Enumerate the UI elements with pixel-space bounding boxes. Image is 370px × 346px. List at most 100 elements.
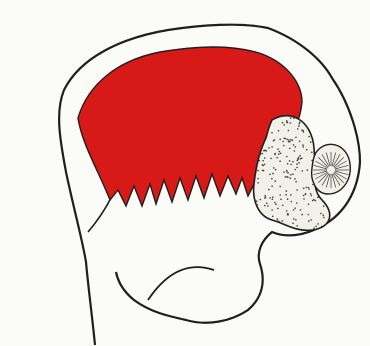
stipple-dot xyxy=(307,169,309,171)
stipple-dot xyxy=(274,202,276,204)
stipple-dot xyxy=(264,205,266,207)
stipple-dot xyxy=(296,163,298,165)
stipple-dot xyxy=(256,204,258,206)
stipple-dot xyxy=(296,202,298,204)
stipple-dot xyxy=(299,141,301,143)
stipple-dot xyxy=(272,196,274,198)
stipple-dot xyxy=(310,219,312,221)
stipple-dot xyxy=(275,153,277,155)
stipple-dot xyxy=(312,200,314,202)
stipple-dot xyxy=(273,140,275,142)
stipple-dot xyxy=(303,131,305,133)
stipple-dot xyxy=(279,221,281,223)
stipple-dot xyxy=(282,122,284,124)
stipple-dot xyxy=(311,152,313,154)
stipple-dot xyxy=(279,194,281,196)
stipple-dot xyxy=(294,178,296,180)
stipple-dot xyxy=(296,189,298,191)
stipple-dot xyxy=(257,178,259,180)
stipple-dot xyxy=(310,141,312,143)
stipple-dot xyxy=(279,186,281,188)
stipple-dot xyxy=(302,146,304,148)
stipple-dot xyxy=(303,188,305,190)
stipple-dot xyxy=(294,150,296,152)
stipple-dot xyxy=(256,200,258,202)
stipple-dot xyxy=(287,163,289,165)
stipple-dot xyxy=(308,220,310,222)
stipple-dot xyxy=(303,195,305,197)
stipple-dot xyxy=(311,160,313,162)
stipple-dot xyxy=(290,174,292,176)
stipple-dot xyxy=(293,209,295,211)
stipple-dot xyxy=(295,219,297,221)
stipple-dot xyxy=(295,181,297,183)
stipple-dot xyxy=(305,187,307,189)
stipple-dot xyxy=(280,153,282,155)
stipple-dot xyxy=(287,198,289,200)
stipple-dot xyxy=(259,155,261,157)
stipple-dot xyxy=(257,170,259,172)
stipple-dot xyxy=(312,184,314,186)
stipple-dot xyxy=(288,141,290,143)
stipple-dot xyxy=(283,124,285,126)
stipple-dot xyxy=(271,132,273,134)
stipple-dot xyxy=(277,218,279,220)
stipple-dot xyxy=(299,155,301,157)
stipple-dot xyxy=(265,197,267,199)
stipple-dot xyxy=(272,173,274,175)
stipple-dot xyxy=(290,117,292,119)
stipple-dot xyxy=(290,139,292,141)
stipple-dot xyxy=(268,189,270,191)
stipple-dot xyxy=(301,214,303,216)
stipple-dot xyxy=(292,223,294,225)
stipple-dot xyxy=(293,218,295,220)
stipple-dot xyxy=(282,220,284,222)
stipple-dot xyxy=(313,227,315,229)
stipple-dot xyxy=(323,214,325,216)
stipple-dot xyxy=(317,196,319,198)
stipple-dot xyxy=(294,207,296,209)
stipple-dot xyxy=(275,169,277,171)
stipple-dot xyxy=(289,141,291,143)
stipple-dot xyxy=(290,122,292,124)
stipple-dot xyxy=(301,129,303,131)
stipple-dot xyxy=(282,205,284,207)
stipple-dot xyxy=(308,188,310,190)
stipple-dot xyxy=(291,201,293,203)
stipple-dot xyxy=(282,141,284,143)
stipple-dot xyxy=(323,217,325,219)
stipple-dot xyxy=(286,170,288,172)
stipple-dot xyxy=(298,162,300,164)
stipple-dot xyxy=(261,147,263,149)
stipple-dot xyxy=(262,170,264,172)
stipple-dot xyxy=(277,220,279,222)
stipple-dot xyxy=(271,209,273,211)
stipple-dot xyxy=(278,153,280,155)
stipple-dot xyxy=(260,153,262,155)
stipple-dot xyxy=(289,148,291,150)
stipple-dot xyxy=(286,156,288,158)
stipple-dot xyxy=(257,182,259,184)
stipple-dot xyxy=(276,157,278,159)
stipple-dot xyxy=(286,176,288,178)
stipple-dot xyxy=(264,164,266,166)
stipple-dot xyxy=(280,199,282,201)
stipple-dot xyxy=(299,121,301,123)
stipple-dot xyxy=(279,151,281,153)
stipple-dot xyxy=(277,148,279,150)
stipple-dot xyxy=(269,197,271,199)
stipple-dot xyxy=(300,158,302,160)
stipple-dot xyxy=(310,193,312,195)
stipple-dot xyxy=(292,161,294,163)
stipple-dot xyxy=(264,157,266,159)
stipple-dot xyxy=(289,160,291,162)
stipple-dot xyxy=(287,213,289,215)
stipple-dot xyxy=(286,190,288,192)
stipple-dot xyxy=(259,160,261,162)
stipple-dot xyxy=(290,177,292,179)
stipple-dot xyxy=(303,198,305,200)
stipple-dot xyxy=(286,139,288,141)
stipple-dot xyxy=(298,125,300,127)
